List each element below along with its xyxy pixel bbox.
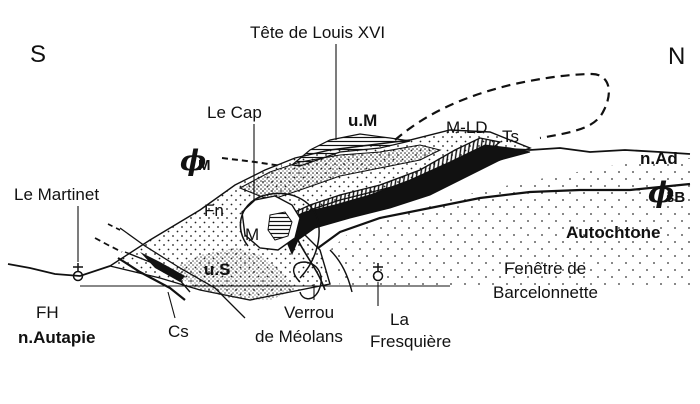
label-autochtone: Autochtone xyxy=(566,223,660,242)
cs-black-lens xyxy=(140,252,185,282)
label-us: u.S xyxy=(204,260,230,279)
leader-cs xyxy=(167,291,176,319)
label-verrou-line1: Verrou xyxy=(284,303,334,322)
fold-core-inner xyxy=(267,211,293,241)
label-north: N xyxy=(668,43,685,70)
ground-surface-east xyxy=(489,147,691,155)
unit-us-dotted xyxy=(170,248,295,300)
label-phi-m-symbol: ϕ xyxy=(180,144,206,177)
fresquiere-contact xyxy=(329,249,353,293)
label-le-cap: Le Cap xyxy=(207,103,262,122)
label-tete-de-louis: Tête de Louis XVI xyxy=(250,23,385,42)
fn-thrust-dashed-upper xyxy=(107,223,121,231)
label-la-fresquiere-line1: La xyxy=(390,310,409,329)
fn-thrust-dashed xyxy=(94,237,123,253)
unit-um-hatched xyxy=(290,133,411,167)
cs-slice-1 xyxy=(117,257,186,301)
locality-symbol-la-fresquiere xyxy=(372,263,384,282)
label-n-autapie: n.Autapie xyxy=(18,328,95,347)
label-mld: M-LD xyxy=(446,118,488,137)
label-fn: Fn xyxy=(204,201,224,220)
label-um: u.M xyxy=(348,111,377,130)
fn-thrust-solid xyxy=(119,227,246,319)
locality-symbol-le-martinet xyxy=(72,263,84,282)
phi-m-thrust-dashed xyxy=(221,157,283,167)
verrou-fold-curve xyxy=(293,261,322,300)
restored-nappe-dashed xyxy=(394,72,610,141)
fold-hinge-outline xyxy=(239,192,320,279)
label-fenetre-line2: Barcelonnette xyxy=(493,283,598,302)
label-south: S xyxy=(30,41,46,68)
label-la-fresquiere-line2: Fresquière xyxy=(370,332,451,351)
label-fenetre-line1: Fenêtre de xyxy=(504,259,586,278)
label-verrou-line2: de Méolans xyxy=(255,327,343,346)
label-phi-sb-symbol: ϕ xyxy=(648,176,674,209)
label-cs: Cs xyxy=(168,322,189,341)
label-le-martinet: Le Martinet xyxy=(14,185,99,204)
label-ts: Ts xyxy=(502,127,519,146)
label-m-core: M xyxy=(245,225,259,244)
label-fh: FH xyxy=(36,303,59,322)
label-n-ad: n.Ad xyxy=(640,149,678,168)
label-phi-m-sub: M xyxy=(198,157,211,174)
ground-surface-west xyxy=(7,263,111,277)
label-phi-sb-sub: sB xyxy=(666,189,685,206)
